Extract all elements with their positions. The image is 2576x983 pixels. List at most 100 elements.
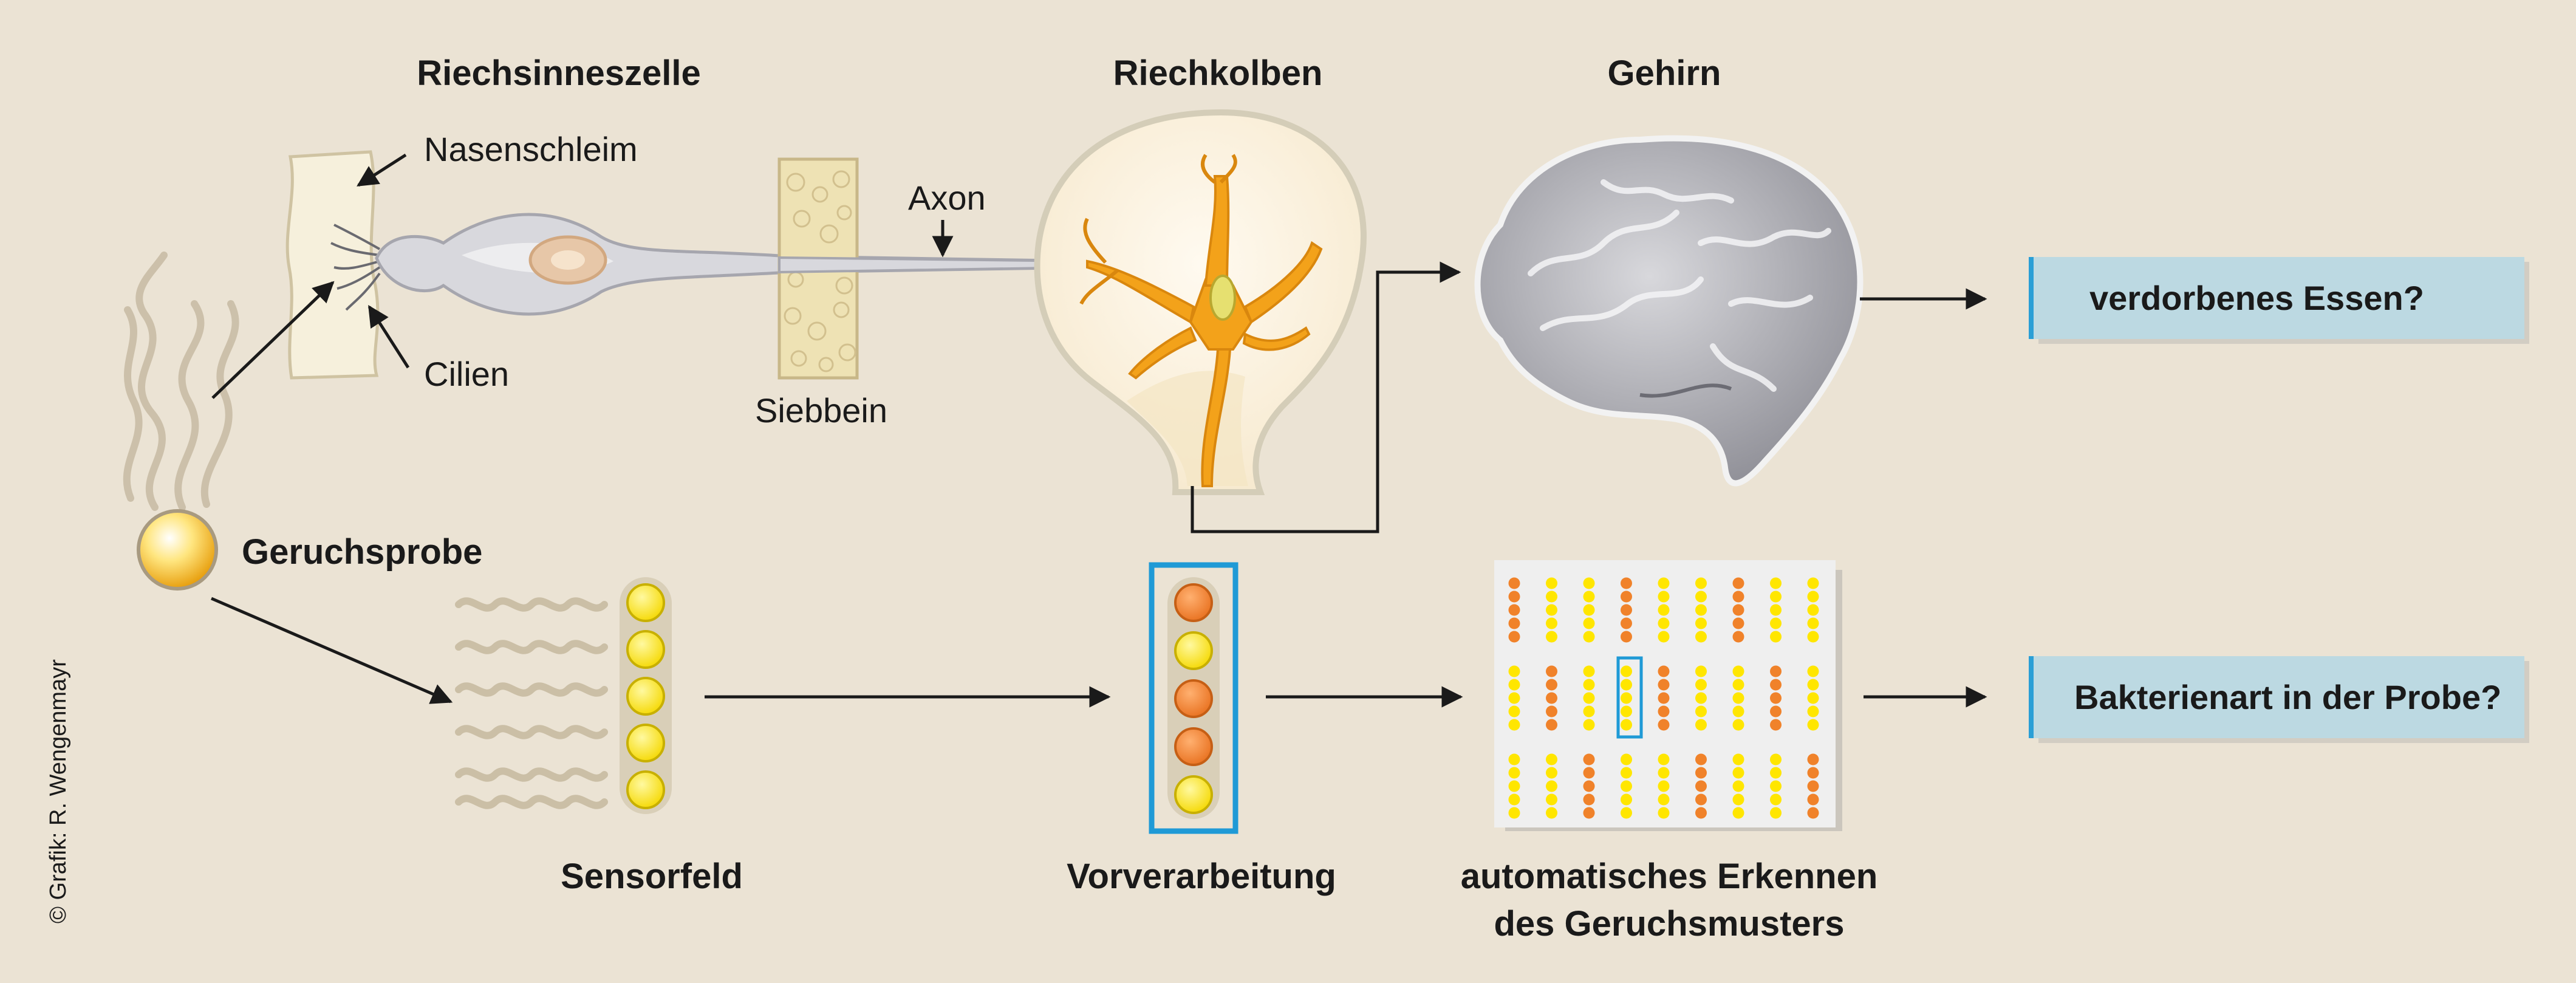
pattern-dot [1732,705,1744,718]
pattern-dot [1770,807,1782,819]
odor-wisps-icon [123,252,239,511]
pattern-dot [1546,617,1557,629]
label-mucus: Nasenschleim [424,130,638,168]
pattern-dot [1770,665,1782,677]
pattern-dot [1770,753,1782,766]
pattern-dot [1546,665,1557,677]
pattern-dot [1807,604,1819,616]
pattern-dot [1695,692,1707,704]
pattern-dot [1546,780,1557,792]
pattern-dot [1770,604,1782,616]
pattern-dot [1583,665,1595,677]
pattern-dot [1508,719,1520,731]
pattern-dot [1621,767,1632,779]
pattern-dot [1508,767,1520,779]
pattern-dot [1583,604,1595,616]
pattern-dot [1658,719,1670,731]
pattern-dot [1807,793,1819,806]
pattern-dot [1508,692,1520,704]
cilia-pointer [367,305,410,369]
sample-to-receptor-arrow [211,281,335,399]
pattern-dot [1546,705,1557,718]
pattern-dot [1658,705,1670,718]
result-bottom-text: Bakterienart in der Probe? [2074,678,2501,716]
pattern-dot [1508,617,1520,629]
pattern-dot [1770,617,1782,629]
pattern-dot [1546,577,1557,589]
pattern-dot [1695,604,1707,616]
pattern-dot [1546,692,1557,704]
pattern-dot [1583,617,1595,629]
pattern-dot [1807,719,1819,731]
pattern-dot [1621,591,1632,603]
pattern-dot [1658,665,1670,677]
pattern-dot [1508,679,1520,691]
pattern-dot [1732,793,1744,806]
pattern-dot [1621,617,1632,629]
pattern-dot [1508,753,1520,766]
pattern-dot [1732,807,1744,819]
pattern-dot [1807,665,1819,677]
pattern-dot [1583,780,1595,792]
pattern-dot [1770,793,1782,806]
pattern-dot [1583,577,1595,589]
pattern-dot [1658,753,1670,766]
pattern-dot [1807,767,1819,779]
result-box-top: verdorbenes Essen? [2029,257,2529,344]
pattern-dot [1621,793,1632,806]
pattern-dot [1508,807,1520,819]
label-sensor-field: Sensorfeld [561,857,743,896]
pattern-dot [1621,665,1632,677]
pattern-dot [1546,604,1557,616]
pattern-dot [1732,604,1744,616]
pattern-dot [1695,679,1707,691]
pattern-dot [1732,753,1744,766]
pattern-dot [1807,617,1819,629]
pattern-dot [1583,591,1595,603]
pattern-dot [1621,604,1632,616]
pattern-dot [1658,591,1670,603]
pattern-dot [1770,719,1782,731]
pattern-dot [1770,577,1782,589]
pattern-dot [1770,692,1782,704]
result-box-bottom: Bakterienart in der Probe? [2029,656,2529,743]
pattern-dot [1732,719,1744,731]
pattern-dot [1732,617,1744,629]
pattern-dot [1583,767,1595,779]
pattern-grid [1494,560,1842,831]
pattern-dot [1621,577,1632,589]
pattern-dot [1583,631,1595,643]
title-olfactory-bulb: Riechkolben [1113,53,1323,93]
pattern-dot [1695,780,1707,792]
label-sample: Geruchsprobe [242,532,482,572]
pattern-dot [1807,631,1819,643]
pattern-dot [1732,679,1744,691]
pattern-dot [1508,780,1520,792]
pattern-dot [1508,793,1520,806]
pattern-dot [1695,793,1707,806]
label-axon: Axon [908,179,986,217]
pattern-dot [1807,591,1819,603]
pattern-dot [1621,631,1632,643]
pattern-dot [1508,591,1520,603]
pattern-dot [1546,767,1557,779]
pattern-dot [1546,591,1557,603]
pattern-dot [1546,793,1557,806]
pattern-dot [1732,692,1744,704]
ethmoid-texture [784,170,856,372]
sensor-array-icon [455,577,672,814]
olfactory-bulb-icon [1034,109,1367,495]
bulb-to-brain-connector [1191,261,1461,533]
label-recognition-line1: automatisches Erkennen [1461,857,1878,896]
pattern-dot [1621,705,1632,718]
pattern-dot [1583,793,1595,806]
pattern-dot [1695,665,1707,677]
pattern-dot [1695,767,1707,779]
pattern-dot [1658,604,1670,616]
pattern-dot [1658,767,1670,779]
pattern-dot [1807,692,1819,704]
pattern-dot [1770,591,1782,603]
pattern-dot [1583,692,1595,704]
pattern-dot [1695,705,1707,718]
